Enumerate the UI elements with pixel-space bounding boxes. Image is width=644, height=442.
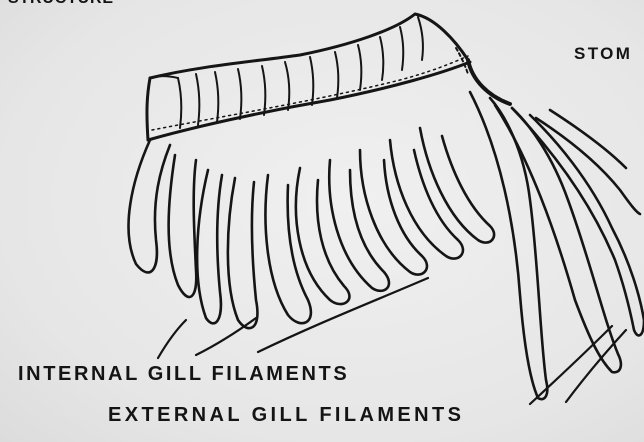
external-gill-filaments-label: EXTERNAL GILL FILAMENTS <box>108 404 464 427</box>
internal-gill-filaments <box>129 128 495 328</box>
stomach-label: STOM <box>574 44 632 64</box>
internal-gill-filaments-label: INTERNAL GILL FILAMENTS <box>18 363 349 386</box>
external-gill-filaments <box>470 92 644 399</box>
top-cut-label: STRUCTURE <box>8 0 114 8</box>
gill-base <box>147 14 470 140</box>
